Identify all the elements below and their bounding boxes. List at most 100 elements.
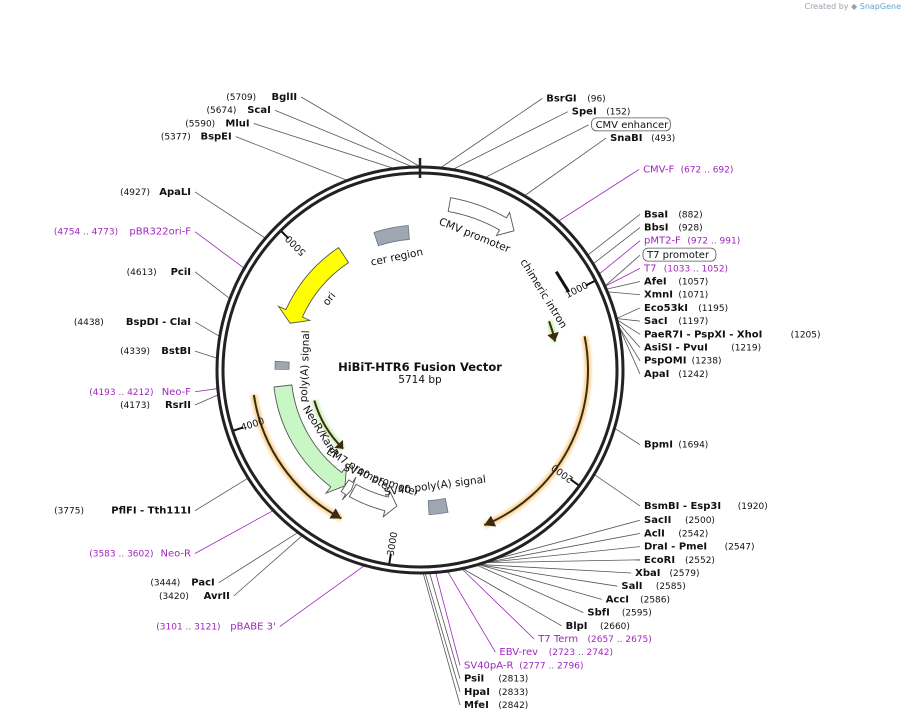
site-label[interactable]: BbsI(928) bbox=[644, 223, 703, 234]
primer-leader bbox=[462, 569, 535, 640]
primer-position: (2723 .. 2742) bbox=[549, 648, 613, 658]
site-position: (2586) bbox=[640, 595, 670, 605]
site-label[interactable]: ApaLI(4927) bbox=[120, 187, 191, 198]
primer-label[interactable]: EBV-rev(2723 .. 2742) bbox=[499, 647, 613, 658]
site-label[interactable]: PciI(4613) bbox=[127, 267, 191, 278]
site-label[interactable]: AsiSI - PvuI(1219) bbox=[644, 343, 761, 354]
site-position: (5590) bbox=[185, 119, 215, 129]
site-position: (2585) bbox=[656, 582, 686, 592]
site-label[interactable]: SbfI(2595) bbox=[587, 608, 651, 619]
boxed-label[interactable]: T7 promoter bbox=[642, 247, 717, 262]
site-position: (1071) bbox=[678, 291, 708, 301]
boxed-label[interactable]: CMV enhancer bbox=[591, 117, 671, 132]
site-label[interactable]: SacI(1197) bbox=[644, 316, 708, 327]
site-label[interactable]: BspDI - ClaI(4438) bbox=[74, 317, 191, 328]
site-name: SnaBI bbox=[610, 133, 642, 144]
site-position: (152) bbox=[606, 108, 630, 118]
feature-layer bbox=[250, 197, 592, 529]
primer-label[interactable]: Neo-R(3583 .. 3602) bbox=[89, 549, 191, 560]
primer-name: T7 Term bbox=[537, 634, 578, 645]
site-label[interactable]: PsiI (2813) bbox=[464, 674, 528, 685]
site-name: AccI bbox=[606, 594, 629, 605]
tick-label: 1000 bbox=[564, 280, 591, 301]
site-label[interactable]: BpmI(1694) bbox=[644, 440, 708, 451]
primer-name: pMT2-F bbox=[644, 236, 681, 247]
primer-label[interactable]: pBR322ori-F(4754 .. 4773) bbox=[54, 227, 191, 238]
site-label[interactable]: BspEI(5377) bbox=[161, 132, 232, 143]
primer-label[interactable]: CMV-F(672 .. 692) bbox=[643, 164, 733, 175]
primer-position: (1033 .. 1052) bbox=[664, 264, 728, 274]
site-label[interactable]: EcoRI(2552) bbox=[644, 555, 715, 566]
primer-leader bbox=[194, 231, 244, 269]
site-label[interactable]: PspOMI(1238) bbox=[644, 356, 722, 367]
site-label[interactable]: SalI (2585) bbox=[621, 581, 685, 592]
site-name: SalI bbox=[621, 581, 642, 592]
primer-position: (672 .. 692) bbox=[681, 165, 734, 175]
site-label[interactable]: HpaI(2833) bbox=[464, 687, 528, 698]
site-label[interactable]: MluI (5590) bbox=[185, 118, 249, 129]
tick-mark bbox=[585, 280, 596, 287]
site-position: (493) bbox=[651, 134, 675, 144]
primer-label[interactable]: pMT2-F (972 .. 991) bbox=[644, 236, 740, 247]
snapgene-logo-icon: ◆ bbox=[851, 2, 858, 11]
cmv-promoter bbox=[447, 197, 515, 237]
site-label[interactable]: BlpI(2660) bbox=[566, 621, 630, 632]
site-label[interactable]: AfeI(1057) bbox=[644, 277, 708, 288]
site-label[interactable]: ApaI(1242) bbox=[644, 369, 708, 380]
site-label[interactable]: BsmBI - Esp3I(1920) bbox=[644, 501, 768, 512]
site-label[interactable]: AccI (2586) bbox=[606, 594, 670, 605]
site-position: (2595) bbox=[622, 609, 652, 619]
site-name: PsiI bbox=[464, 674, 484, 685]
tick-mark bbox=[233, 426, 244, 432]
site-position: (2500) bbox=[685, 516, 715, 526]
primer-position: (4754 .. 4773) bbox=[54, 228, 118, 238]
primer-label[interactable]: pBABE 3'(3101 .. 3121) bbox=[156, 622, 275, 633]
site-label[interactable]: BstBI(4339) bbox=[120, 346, 191, 357]
site-name: Eco53kI bbox=[644, 303, 688, 314]
site-name: PflFI - Tth111I bbox=[111, 506, 191, 517]
site-label[interactable]: AvrII(3420) bbox=[159, 591, 230, 602]
site-leader bbox=[194, 394, 218, 406]
site-label[interactable]: SnaBI (493) bbox=[610, 133, 675, 144]
brand-name: SnapGene bbox=[859, 2, 901, 11]
tick-mark bbox=[388, 553, 392, 564]
site-label[interactable]: AclI(2542) bbox=[644, 528, 708, 539]
site-position: (4339) bbox=[120, 347, 150, 357]
tick-mark bbox=[280, 230, 290, 240]
site-position: (2813) bbox=[498, 675, 528, 685]
site-leader bbox=[618, 323, 641, 348]
site-label[interactable]: SacII(2500) bbox=[644, 515, 715, 526]
site-name: MluI bbox=[225, 118, 249, 129]
site-label[interactable]: Eco53kI(1195) bbox=[644, 303, 728, 314]
site-leader bbox=[233, 535, 302, 597]
site-position: (5674) bbox=[206, 106, 236, 116]
site-position: (2547) bbox=[725, 543, 755, 553]
primer-position: (3101 .. 3121) bbox=[156, 623, 220, 633]
site-label[interactable]: ScaI(5674) bbox=[206, 105, 270, 116]
primer-position: (3583 .. 3602) bbox=[89, 550, 153, 560]
site-label[interactable]: BglII(5709) bbox=[226, 92, 297, 103]
site-label[interactable]: PacI(3444) bbox=[150, 578, 214, 589]
site-label[interactable]: SpeI(152) bbox=[572, 107, 631, 118]
site-label[interactable]: PaeR7I - PspXI - XhoI(1205) bbox=[644, 329, 821, 340]
site-leader bbox=[485, 124, 589, 178]
site-name: EcoRI bbox=[644, 555, 675, 566]
site-name: BsrGI bbox=[546, 94, 576, 105]
site-label[interactable]: BsaI(882) bbox=[644, 209, 703, 220]
primer-position: (972 .. 991) bbox=[687, 237, 740, 247]
site-leader bbox=[463, 568, 562, 627]
site-label[interactable]: XmnI(1071) bbox=[644, 290, 708, 301]
site-position: (4927) bbox=[120, 188, 150, 198]
primer-label[interactable]: Neo-F(4193 .. 4212) bbox=[89, 387, 191, 398]
site-label[interactable]: XbaI(2579) bbox=[635, 568, 699, 579]
site-leader bbox=[593, 227, 641, 264]
site-label[interactable]: MfeI(2842) bbox=[464, 700, 528, 711]
site-label[interactable]: RsrII(4173) bbox=[120, 400, 191, 411]
site-label[interactable]: PflFI - Tth111I(3775) bbox=[54, 506, 191, 517]
site-label[interactable]: DraI - PmeI(2547) bbox=[644, 542, 755, 553]
site-label[interactable]: BsrGI(96) bbox=[546, 94, 605, 105]
primer-label[interactable]: T7(1033 .. 1052) bbox=[643, 263, 728, 274]
primer-label[interactable]: T7 Term(2657 .. 2675) bbox=[537, 634, 652, 645]
primer-label[interactable]: SV40pA-R(2777 .. 2796) bbox=[464, 660, 583, 671]
